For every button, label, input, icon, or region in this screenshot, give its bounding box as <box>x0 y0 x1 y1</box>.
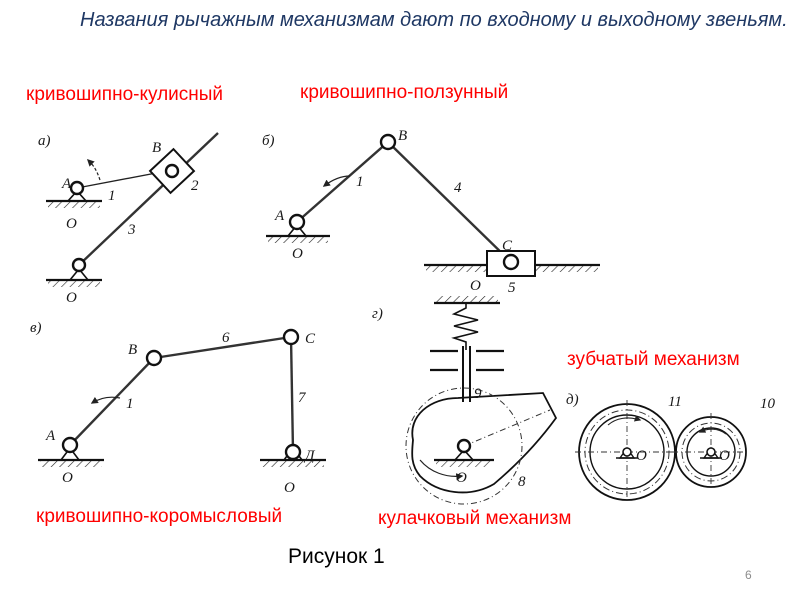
diagram-a-tag: а) <box>38 133 51 149</box>
joint-a-v <box>61 436 79 454</box>
joint-d-v <box>284 443 302 461</box>
label-b-O2: О <box>470 278 481 294</box>
rotation-arrow-gear-10 <box>698 426 727 435</box>
ground-hatch-g <box>436 460 492 467</box>
support-a1 <box>66 189 88 202</box>
diagram-d-tag: д) <box>566 392 579 408</box>
link-6 <box>153 335 292 360</box>
figure-caption: Рисунок 1 <box>288 545 385 568</box>
cam-8 <box>411 392 558 494</box>
link-7 <box>289 336 295 453</box>
label-v-7: 7 <box>298 390 307 406</box>
link-3 <box>78 132 219 266</box>
label-g-8: 8 <box>518 474 526 490</box>
diagram-a: а) А В О О 1 2 3 <box>38 132 219 306</box>
page-number: 6 <box>745 568 752 582</box>
label-v-O2: О <box>284 480 295 496</box>
link-4 <box>387 141 512 263</box>
label-a-A: А <box>61 176 72 192</box>
ground-hatch-v2 <box>262 460 324 467</box>
link-1-b <box>296 141 389 223</box>
diagram-g-tag: г) <box>372 306 383 322</box>
label-a-B: В <box>152 140 161 156</box>
diagram-b-tag: б) <box>262 133 275 149</box>
rotation-arrow-a <box>86 158 101 181</box>
ground-hatch-a1 <box>48 201 100 208</box>
label-v-A: А <box>45 428 56 444</box>
joint-cam-o <box>456 438 472 454</box>
label-a-1: 1 <box>108 188 116 204</box>
label-b-O1: О <box>292 246 303 262</box>
rotation-arrow-gear-11 <box>607 415 642 426</box>
label-a-O1: О <box>66 216 77 232</box>
diagram-d: д) О О 11 10 <box>566 392 776 504</box>
label-v-6: 6 <box>222 330 230 346</box>
label-b-4: 4 <box>454 180 462 196</box>
support-v1 <box>59 446 81 461</box>
joint-o2 <box>71 257 87 273</box>
label-d-10: 10 <box>760 396 776 412</box>
diagram-b: б) А В С О О 1 4 5 <box>262 128 600 296</box>
label-g-O: О <box>456 470 467 486</box>
rotation-arrow-v <box>90 396 121 404</box>
label-v-1: 1 <box>126 396 134 412</box>
diagram-g: г) 9 О 8 <box>372 296 558 505</box>
header-text: Названия рычажным механизмам дают по вхо… <box>80 9 788 31</box>
label-v-D: Д <box>303 448 316 464</box>
label-b-1: 1 <box>356 174 364 190</box>
joint-b-v <box>145 349 163 367</box>
label-b-C: С <box>502 238 513 254</box>
label-v-B: В <box>128 342 137 358</box>
joint-gear-10 <box>706 447 716 457</box>
joint-b <box>164 163 180 179</box>
label-crank-slider: кривошипно-ползунный <box>300 82 509 103</box>
joint-gear-11 <box>622 447 632 457</box>
joint-b-b <box>379 133 397 151</box>
label-a-O2: О <box>66 290 77 306</box>
label-a-3: 3 <box>127 222 136 238</box>
ground-hatch-g-top <box>436 296 498 303</box>
support-a2 <box>68 267 90 281</box>
cam-axis-line <box>463 409 551 447</box>
label-d-O1: О <box>636 448 647 464</box>
ground-hatch-a2 <box>48 280 100 287</box>
label-v-O1: О <box>62 470 73 486</box>
ground-hatch-b1 <box>268 236 328 243</box>
label-b-5: 5 <box>508 280 516 296</box>
joint-c-b <box>502 253 520 271</box>
label-d-11: 11 <box>668 394 682 410</box>
joint-c-v <box>282 328 300 346</box>
label-a-2: 2 <box>191 178 199 194</box>
label-g-9: 9 <box>474 386 482 402</box>
support-g <box>453 448 475 461</box>
label-gear-mechanism: зубчатый механизм <box>567 349 740 370</box>
support-b1 <box>286 223 308 237</box>
rotation-arrow-g <box>419 459 464 481</box>
label-b-B: В <box>398 128 407 144</box>
rotation-arrow-b <box>322 175 351 187</box>
label-cam-mechanism: кулачковый механизм <box>378 508 572 529</box>
cam-base-circle <box>405 387 523 505</box>
diagram-v-tag: в) <box>30 320 42 336</box>
label-b-A: А <box>274 208 285 224</box>
label-crank-rocker: кривошипно-коромысловый <box>36 506 283 527</box>
joint-a <box>69 180 85 196</box>
spring <box>451 303 479 350</box>
label-d-O2: О <box>719 448 730 464</box>
label-crank-slotted-lever: кривошипно-кулисный <box>26 84 224 105</box>
diagram-v: в) А В С Д О О 1 6 7 <box>30 320 326 496</box>
ground-hatch-v1 <box>40 460 102 467</box>
joint-a-b <box>288 213 306 231</box>
link-1-v <box>69 357 155 446</box>
label-v-C: С <box>305 331 316 347</box>
